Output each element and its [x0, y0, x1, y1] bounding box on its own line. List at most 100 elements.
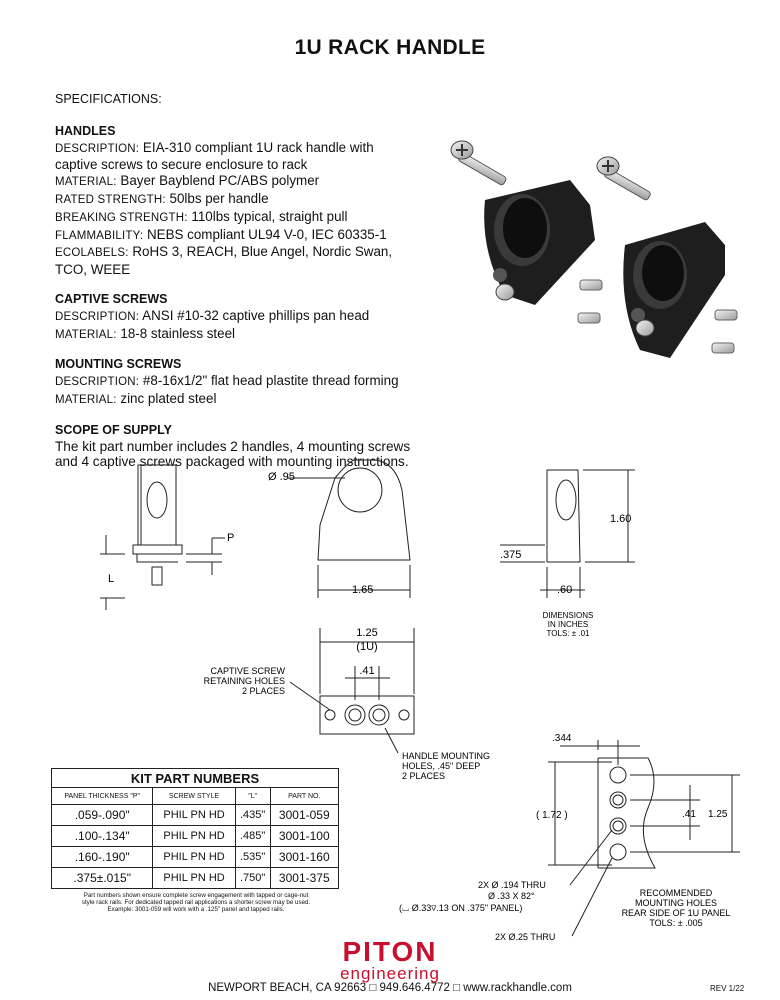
- table-cell: .750": [234, 867, 271, 889]
- value: EIA-310 compliant 1U rack handle with: [142, 139, 374, 155]
- revision: REV 1/22: [710, 984, 745, 993]
- captive-holes-label: 2 PLACES: [242, 686, 285, 696]
- table-cell: .535": [234, 846, 271, 868]
- column-header: PART NO.: [269, 787, 340, 805]
- mounting-screw-icon: [577, 279, 603, 324]
- dim-344: .344: [552, 733, 572, 744]
- front-view-drawing: [288, 459, 411, 598]
- logo-brand: PITON: [342, 936, 438, 967]
- footer-web[interactable]: www.rackhandle.com: [463, 982, 572, 994]
- label: ECOLABELS:: [55, 247, 129, 260]
- value: 50lbs per handle: [169, 190, 269, 206]
- company-logo: PITON engineering: [0, 936, 780, 983]
- mounting-title: MOUNTING SCREWS: [55, 357, 182, 372]
- value: The kit part number includes 2 handles, …: [55, 438, 411, 454]
- handle-right-icon: [623, 222, 725, 358]
- technical-drawing: L P Ø .95 1.65 1.60 .375 .60 DIMENSIONS …: [100, 459, 740, 942]
- label: RATED STRENGTH:: [55, 193, 166, 206]
- hole-callout: 2X Ø.25 THRU: [495, 932, 555, 942]
- value: 110lbs typical, straight pull: [191, 208, 348, 224]
- table-cell: 3001-375: [269, 867, 340, 889]
- captive-title: CAPTIVE SCREWS: [55, 291, 168, 306]
- value: ANSI #10-32 captive phillips pan head: [142, 307, 370, 323]
- value: 18-8 stainless steel: [120, 325, 236, 341]
- side-view-drawing: [100, 464, 225, 610]
- table-cell: .485": [234, 825, 271, 847]
- label: BREAKING STRENGTH:: [55, 211, 188, 224]
- label: MATERIAL:: [55, 328, 117, 341]
- bottom-view-drawing: [289, 628, 415, 754]
- table-cell: .435": [234, 804, 271, 826]
- mounting-screw-icon: [711, 309, 738, 354]
- table-cell: PHIL PN HD: [152, 846, 236, 868]
- label: DESCRIPTION:: [55, 376, 140, 389]
- dims-label: TOLS: ± .01: [547, 629, 590, 638]
- table-cell: .059-.090": [50, 804, 154, 826]
- table-title: KIT PART NUMBERS: [51, 768, 339, 788]
- right-view-drawing: [500, 469, 635, 598]
- handles-title: HANDLES: [55, 123, 116, 138]
- recommended-label: REAR SIDE OF 1U PANEL: [622, 908, 731, 918]
- dims-label: IN INCHES: [548, 620, 588, 629]
- scope-title: SCOPE OF SUPPLY: [55, 422, 172, 437]
- dim-diameter: Ø .95: [268, 471, 295, 483]
- hole-callout: (⌴ Ø.33⊽.13 ON .375" PANEL): [399, 903, 522, 913]
- table-cell: 3001-100: [269, 825, 340, 847]
- specifications-heading: SPECIFICATIONS:: [55, 92, 162, 106]
- mounting-holes-label: 2 PLACES: [402, 771, 445, 781]
- dim-375: .375: [500, 549, 521, 561]
- label: DESCRIPTION:: [55, 142, 140, 155]
- table-row: .160-.190" PHIL PN HD .535" 3001-160: [50, 846, 340, 868]
- table-cell: .100-.134": [50, 825, 154, 847]
- recommended-label: RECOMMENDED: [640, 888, 713, 898]
- dim-125b: 1.25: [708, 809, 728, 820]
- mounting-holes-label: HOLES, .45" DEEP: [402, 761, 480, 771]
- recommended-label: TOLS: ± .005: [649, 918, 702, 928]
- captive-holes-label: CAPTIVE SCREW: [210, 666, 285, 676]
- dim-125: 1.25: [356, 627, 377, 639]
- dim-width: 1.65: [352, 584, 373, 596]
- separator-icon: □: [369, 982, 377, 994]
- dim-172: ( 1.72 ): [536, 810, 568, 821]
- footer-address: NEWPORT BEACH, CA 92663: [208, 982, 367, 994]
- value: zinc plated steel: [120, 390, 217, 406]
- dims-label: DIMENSIONS: [543, 611, 594, 620]
- column-header: SCREW STYLE: [152, 787, 236, 805]
- handle-left-icon: [484, 180, 595, 305]
- panel-holes-drawing: [548, 740, 740, 937]
- scope-section: SCOPE OF SUPPLY The kit part number incl…: [55, 423, 475, 470]
- value: NEBS compliant UL94 V-0, IEC 60335-1: [146, 226, 387, 242]
- hole-callout: Ø .33 X 82°: [488, 891, 535, 901]
- specifications: SPECIFICATIONS: HANDLES DESCRIPTION: EIA…: [55, 92, 475, 484]
- kit-part-numbers-table: KIT PART NUMBERS PANEL THICKNESS "P" SCR…: [50, 768, 340, 889]
- value: and 4 captive screws packaged with mount…: [55, 454, 409, 470]
- hole-callout: 2X Ø .194 THRU: [478, 880, 546, 890]
- captive-screw-icon: [596, 156, 651, 201]
- table-note: Part numbers shown ensure complete screw…: [51, 892, 341, 913]
- table-cell: 3001-059: [269, 804, 340, 826]
- label: MATERIAL:: [55, 176, 117, 189]
- captive-holes-label: RETAINING HOLES: [204, 676, 285, 686]
- captive-screw-icon: [450, 140, 507, 186]
- label: FLAMMABILITY:: [55, 229, 144, 242]
- separator-icon: □: [453, 982, 461, 994]
- footer-phone: 949.646.4772: [379, 982, 450, 994]
- table-row: .100-.134" PHIL PN HD .485" 3001-100: [50, 825, 340, 847]
- table-cell: .160-.190": [50, 846, 154, 868]
- table-cell: PHIL PN HD: [152, 825, 236, 847]
- mounting-holes-label: HANDLE MOUNTING: [402, 751, 490, 761]
- note-line: Example: 3001-059 will work with a .125"…: [107, 906, 285, 913]
- label: DESCRIPTION:: [55, 310, 140, 323]
- handles-section: HANDLES DESCRIPTION: EIA-310 compliant 1…: [55, 124, 475, 278]
- mounting-screws-section: MOUNTING SCREWS DESCRIPTION: #8-16x1/2" …: [55, 357, 475, 408]
- captive-screws-section: CAPTIVE SCREWS DESCRIPTION: ANSI #10-32 …: [55, 292, 475, 343]
- column-header: "L": [234, 787, 271, 805]
- column-header: PANEL THICKNESS "P": [50, 787, 154, 805]
- value: #8-16x1/2" flat head plastite thread for…: [142, 373, 399, 389]
- table-cell: PHIL PN HD: [152, 867, 236, 889]
- dim-41b: .41: [682, 809, 696, 820]
- logo-sub: engineering: [340, 964, 440, 983]
- dim-41: .41: [359, 665, 374, 677]
- note-line: Part numbers shown ensure complete screw…: [83, 892, 309, 899]
- table-row: .375±.015" PHIL PN HD .750" 3001-375: [50, 867, 340, 889]
